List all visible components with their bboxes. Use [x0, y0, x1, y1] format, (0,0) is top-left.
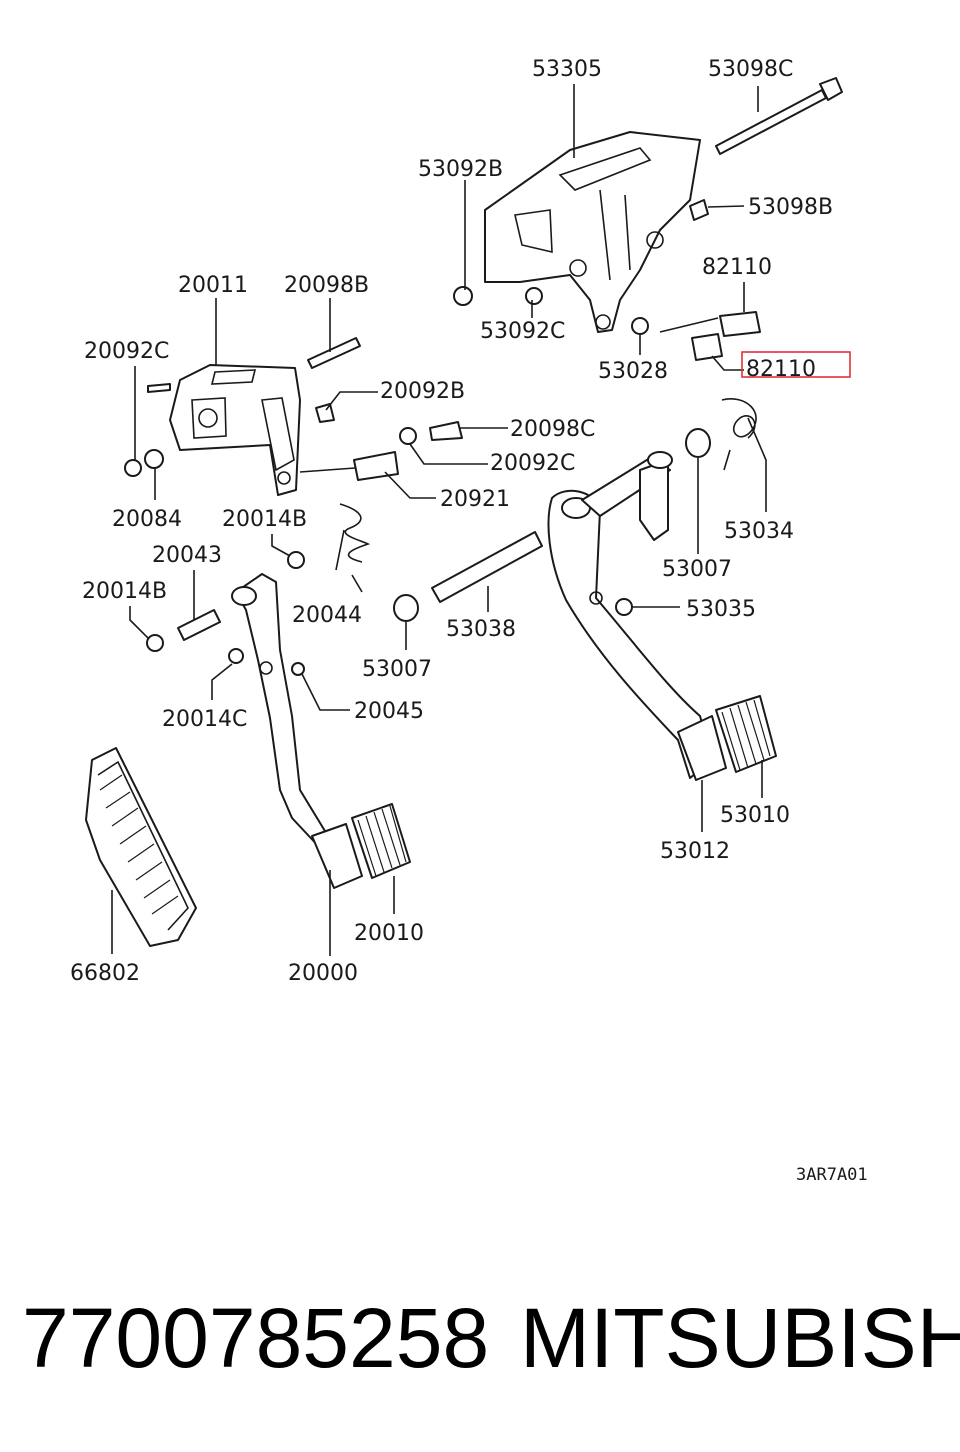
clutch-pedal-bracket: [169, 364, 301, 496]
callout-20014C[interactable]: 20014C: [162, 707, 247, 732]
brake-pedal-arm: [547, 451, 727, 781]
callout-20092C-left[interactable]: 20092C: [84, 339, 169, 364]
callout-82110-upper[interactable]: 82110: [702, 255, 772, 280]
callout-20000[interactable]: 20000: [288, 961, 358, 986]
callout-20043[interactable]: 20043: [152, 543, 222, 568]
nut-53092C: [525, 287, 543, 305]
nut-20092C-right: [399, 427, 417, 445]
part-number: 7700785258: [22, 1291, 490, 1385]
callout-53007-upper[interactable]: 53007: [662, 557, 732, 582]
callout-20084[interactable]: 20084: [112, 507, 182, 532]
leader-lines: [111, 84, 767, 956]
callout-20045[interactable]: 20045: [354, 699, 424, 724]
bushing-53035: [615, 598, 633, 616]
callout-20098C[interactable]: 20098C: [510, 417, 595, 442]
callout-53092C[interactable]: 53092C: [480, 319, 565, 344]
callout-20010[interactable]: 20010: [354, 921, 424, 946]
bushing-20014B-lower: [146, 634, 164, 652]
callout-20098B[interactable]: 20098B: [284, 273, 369, 298]
bolt-20098B: [307, 337, 361, 369]
long-bolt: [715, 77, 843, 155]
nut-53092B: [453, 286, 473, 306]
brake-pedal-bracket: [484, 131, 701, 333]
bushing-53007-lower: [393, 594, 419, 622]
spring-20044: [335, 503, 371, 571]
clutch-pedal-pad: [351, 803, 411, 879]
bushing-20014B-upper: [287, 551, 305, 569]
pin-53038: [431, 531, 543, 603]
callout-53028[interactable]: 53028: [598, 359, 668, 384]
stop-lamp-switch: [659, 311, 761, 361]
bolt-20092C: [147, 383, 171, 393]
bolt-20098C: [429, 421, 463, 441]
bushing-20014C: [228, 648, 244, 664]
callout-53034[interactable]: 53034: [724, 519, 794, 544]
callout-53305[interactable]: 53305: [532, 57, 602, 82]
callout-53012[interactable]: 53012: [660, 839, 730, 864]
brand-name: MITSUBISHI: [520, 1291, 960, 1385]
nut-20092C: [124, 459, 142, 477]
callout-20011[interactable]: 20011: [178, 273, 248, 298]
callout-20092C-right[interactable]: 20092C: [490, 451, 575, 476]
accelerator-pedal: [85, 747, 197, 947]
footer: 7700785258 MITSUBISHI: [0, 1290, 960, 1400]
pin-20043: [177, 609, 221, 641]
callout-53010[interactable]: 53010: [720, 803, 790, 828]
spring-53034: [721, 398, 757, 471]
callout-53092B[interactable]: 53092B: [418, 157, 503, 182]
callout-20092B[interactable]: 20092B: [380, 379, 465, 404]
clutch-pedal-arm: [231, 573, 363, 889]
brake-pedal-pad: [715, 695, 777, 773]
callout-82110-selected[interactable]: 82110: [746, 357, 816, 382]
callout-53035[interactable]: 53035: [686, 597, 756, 622]
clip-20092B: [315, 403, 335, 423]
callout-53098B[interactable]: 53098B: [748, 195, 833, 220]
callout-66802[interactable]: 66802: [70, 961, 140, 986]
callout-53098C[interactable]: 53098C: [708, 57, 793, 82]
callout-20921[interactable]: 20921: [440, 487, 510, 512]
pin-20045: [291, 662, 305, 676]
callout-20014B-upper[interactable]: 20014B: [222, 507, 307, 532]
selected-part-highlight: [741, 351, 851, 378]
washer-20084: [144, 449, 164, 469]
callout-20014B-lower[interactable]: 20014B: [82, 579, 167, 604]
small-bolt: [689, 199, 709, 221]
callouts: 53305 53098C 53092B 53098B 82110 20011 2…: [70, 57, 833, 986]
diagram-code: 3AR7A01: [796, 1165, 868, 1185]
clutch-switch-20921: [299, 451, 399, 481]
callout-53038[interactable]: 53038: [446, 617, 516, 642]
bushing-53007-upper: [685, 428, 711, 458]
nut-53028: [631, 317, 649, 335]
callout-20044[interactable]: 20044: [292, 603, 362, 628]
callout-53007-lower[interactable]: 53007: [362, 657, 432, 682]
